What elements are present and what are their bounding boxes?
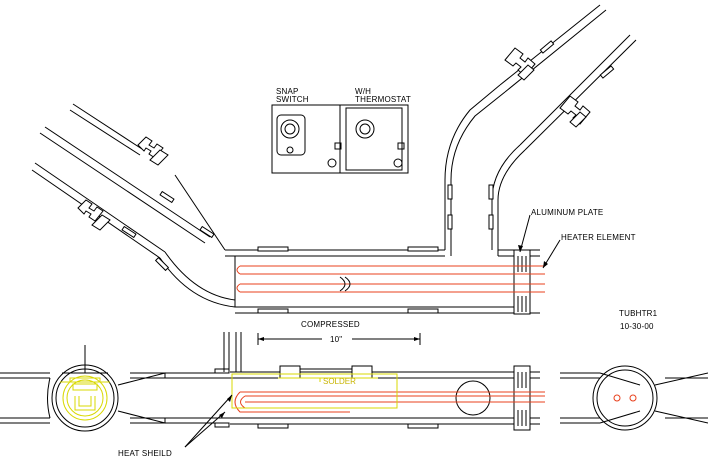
snap-switch-label-line2: SWITCH [276, 95, 309, 104]
heat-shield-leaders [184, 394, 233, 448]
aluminum-plate-leader [518, 214, 531, 253]
solder-label: SOLDER [323, 377, 356, 386]
heat-shield-label: HEAT SHEILD [118, 449, 172, 458]
left-diagonal-pipe-upper [39, 103, 226, 251]
drawing-id: TUBHTR1 [619, 309, 658, 318]
bottom-right-circle-view [560, 365, 708, 431]
heater-element-top [236, 265, 545, 293]
dimension-label: 10" [330, 335, 342, 344]
thermostat-label-line2: THERMOSTAT [355, 95, 411, 104]
heater-element-leader [542, 239, 561, 269]
heater-element-label: HEATER ELEMENT [561, 233, 636, 242]
wh-thermostat [327, 107, 405, 171]
right-diagonal-pipes [444, 4, 637, 256]
bottom-left-circle-view [0, 345, 166, 432]
compressed-label: COMPRESSED [301, 320, 360, 329]
aluminum-plate-end [513, 249, 531, 315]
bottom-side-view [130, 332, 545, 431]
thermostat-label-line1: W/H [355, 87, 371, 96]
snap-switch [271, 104, 409, 174]
top-horizontal-housing [234, 246, 540, 314]
snap-switch-label-line1: SNAP [276, 87, 299, 96]
dimension-line [257, 333, 421, 345]
aluminum-plate-label: ALUMINUM PLATE [531, 208, 603, 217]
drawing-date: 10-30-00 [620, 322, 654, 331]
left-pipe-couplings [77, 136, 215, 272]
left-diagonal-pipe-lower [31, 162, 520, 308]
right-pipe-couplings [447, 40, 615, 230]
